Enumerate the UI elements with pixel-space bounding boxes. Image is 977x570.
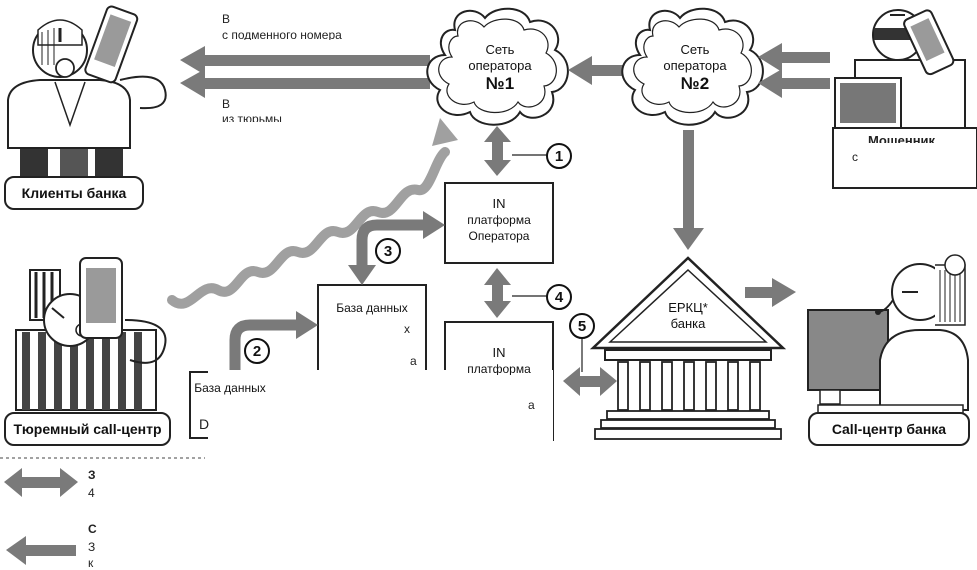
in-top-line3: Оператора bbox=[468, 229, 530, 243]
db-b-fragment: D bbox=[199, 416, 210, 432]
legend-single-arrow bbox=[6, 536, 76, 565]
legend-item2-sub: З bbox=[88, 540, 96, 554]
curved-arrow-3 bbox=[356, 219, 425, 275]
occlusion-mask bbox=[208, 370, 553, 570]
arrow-cloud2-to-bank bbox=[673, 130, 704, 250]
cloud1-label: Сеть оператора №1 bbox=[455, 42, 545, 92]
double-arrow-4 bbox=[484, 268, 548, 318]
cloud2-number: №2 bbox=[680, 74, 710, 93]
in-top-line2: платформа bbox=[467, 213, 531, 227]
step-4-marker: 4 bbox=[546, 284, 572, 310]
bank-line2: банка bbox=[670, 316, 706, 331]
fraudster-figure bbox=[832, 9, 977, 189]
arrows-fraud-to-cloud2 bbox=[758, 43, 830, 98]
step-2-marker: 2 bbox=[244, 338, 270, 364]
bank-clients-label: Клиенты банка bbox=[4, 176, 144, 210]
legend-item1-sub: 4 bbox=[88, 486, 95, 500]
in-top-label: IN платформа Оператора bbox=[447, 196, 551, 244]
curved-arrow-2 bbox=[229, 319, 298, 372]
step-5-marker: 5 bbox=[569, 313, 595, 339]
prison-call-center-figure bbox=[15, 257, 167, 411]
step-3-marker: 3 bbox=[375, 238, 401, 264]
double-arrow-5 bbox=[563, 338, 617, 396]
db-a-line1: База данных bbox=[336, 301, 408, 315]
top-note-line2: с подменного номера bbox=[222, 28, 342, 40]
arrow-cloud2-to-cloud1 bbox=[568, 56, 625, 85]
mid-note-line1: В bbox=[222, 97, 231, 111]
legend-item1-title: З bbox=[88, 468, 96, 482]
cloud1-line2: оператора bbox=[468, 58, 532, 73]
bank-call-center-label: Call-центр банка bbox=[808, 412, 970, 446]
double-arrow-1 bbox=[484, 126, 548, 176]
cloud1-number: №1 bbox=[485, 74, 515, 93]
arrow-bank-to-callcenter bbox=[745, 278, 796, 307]
mid-note-line2: из тюрьмы bbox=[222, 112, 282, 122]
in-bottom-line2: платформа bbox=[467, 362, 531, 375]
cloud2-label: Сеть оператора №2 bbox=[650, 42, 740, 92]
legend-item2-title: С bbox=[88, 522, 97, 536]
database-box-a bbox=[317, 284, 427, 376]
in-top-title: IN bbox=[492, 196, 506, 211]
wave-arrowhead bbox=[432, 118, 458, 146]
operator-cloud-1 bbox=[426, 7, 569, 126]
bank-label: ЕРКЦ* банка bbox=[650, 300, 726, 332]
prison-call-center-label: Тюремный call-центр bbox=[4, 412, 171, 446]
bank-operator-figure bbox=[807, 254, 969, 426]
cloud2-line2: оператора bbox=[663, 58, 727, 73]
arrows-to-clients bbox=[180, 46, 430, 98]
wavy-signal-line bbox=[167, 147, 450, 309]
db-a-fragment-2: а bbox=[410, 354, 417, 368]
cloud1-line1: Сеть bbox=[485, 42, 515, 57]
legend-double-arrow bbox=[4, 468, 78, 497]
in-bottom-title: IN bbox=[492, 345, 506, 360]
db-a-fragment-1: х bbox=[404, 322, 410, 336]
cloud2-line1: Сеть bbox=[680, 42, 710, 57]
in-bottom-label: IN платформа bbox=[447, 345, 551, 379]
db-a-label: База данных bbox=[320, 300, 424, 316]
top-note-line1: В bbox=[222, 12, 231, 26]
db-b-label: База данных bbox=[192, 380, 268, 396]
occlusion-mask-2 bbox=[100, 440, 210, 570]
bank-line1: ЕРКЦ* bbox=[668, 300, 708, 315]
in-platform-top-box bbox=[444, 182, 554, 264]
operator-cloud-2 bbox=[621, 7, 764, 126]
in-bottom-fragment: а bbox=[528, 398, 535, 412]
fraudster-sublabel: с bbox=[852, 150, 858, 164]
fraudster-label: Мошенник bbox=[868, 133, 936, 143]
step-1-marker: 1 bbox=[546, 143, 572, 169]
bank-client-figure bbox=[7, 5, 167, 182]
legend-item2-sub2: к bbox=[88, 556, 94, 570]
db-b-line1: База данных bbox=[194, 381, 266, 395]
bank-building bbox=[589, 256, 787, 440]
